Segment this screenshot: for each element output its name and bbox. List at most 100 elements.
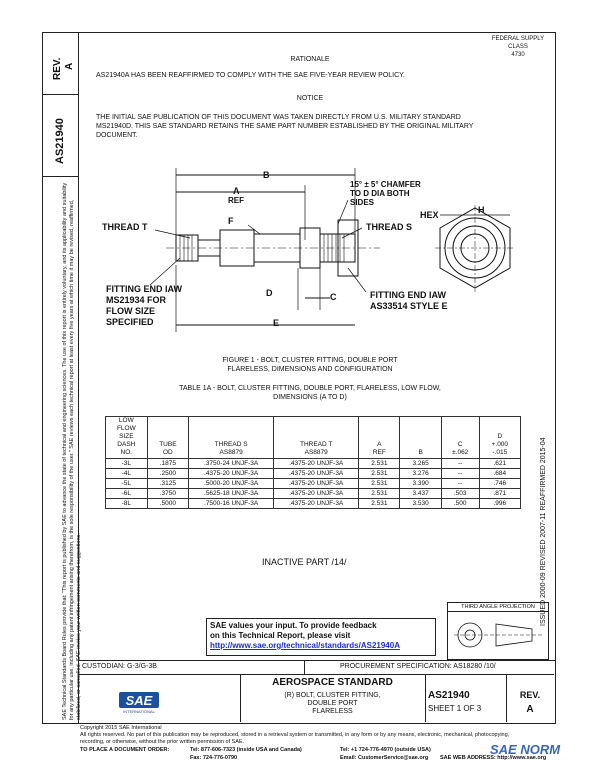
chamfer-note: 15° ± 5° CHAMFER TO D DIA BOTH SIDES (350, 180, 421, 207)
fitting-right-line1: FITTING END IAW (370, 290, 446, 300)
col-c: C±.062 (440, 416, 480, 459)
inactive-part-note: INACTIVE PART /14/ (262, 557, 347, 567)
fitting-left-line1: FITTING END IAW (106, 284, 182, 294)
rationale-title: RATIONALE (290, 56, 330, 63)
table-title-line1: TABLE 1A - BOLT, CLUSTER FITTING, DOUBLE… (179, 385, 441, 392)
figure-caption-line1: FIGURE 1 - BOLT, CLUSTER FITTING, DOUBLE… (222, 357, 398, 364)
fitting-right-line2: AS33514 STYLE E (370, 301, 448, 311)
projection-symbol (454, 622, 542, 648)
fitting-left-note: FITTING END IAW MS21934 FOR FLOW SIZE SP… (106, 284, 182, 328)
left-margin-column (42, 32, 79, 722)
fitting-left-line4: SPECIFIED (106, 317, 154, 327)
table-row: -6L.3750.5625-18 UNJF-3A.4375-20 UNJF-3A… (105, 488, 522, 499)
label-hex: HEX (420, 210, 439, 220)
feedback-link[interactable]: http://www.sae.org/technical/standards/A… (210, 641, 400, 650)
notice-line3: DOCUMENT. (96, 132, 138, 139)
notice-text: THE INITIAL SAE PUBLICATION OF THIS DOCU… (96, 113, 473, 140)
table-title: TABLE 1A - BOLT, CLUSTER FITTING, DOUBLE… (130, 384, 490, 402)
rev-box (42, 32, 78, 95)
label-h: H (478, 205, 485, 215)
svg-text:INTERNATIONAL: INTERNATIONAL (123, 709, 155, 714)
fitting-left-line3: FLOW SIZE (106, 306, 155, 316)
notice-line1: THE INITIAL SAE PUBLICATION OF THIS DOCU… (96, 114, 461, 121)
feedback-box: SAE values your input. To provide feedba… (206, 618, 436, 656)
bolt-shank (253, 233, 301, 263)
watermark-text: SAE NORM (490, 742, 561, 757)
title-block-divider-2 (240, 674, 241, 722)
number-box (42, 94, 78, 177)
title-rev-label: REV. (519, 690, 541, 700)
label-d: D (266, 288, 273, 298)
title-doc-number: AS21940 (428, 690, 470, 701)
label-ref: REF (228, 196, 244, 205)
doc-number-vertical: AS21940 (54, 118, 66, 164)
fsc-line1: FEDERAL SUPPLY CLASS (491, 36, 545, 50)
svg-text:SAE: SAE (126, 693, 153, 708)
footer-rights-1: All rights reserved. No part of this pub… (80, 732, 510, 738)
table-row: -8L.5000.7500-16 UNJF-3A.4375-20 UNJF-3A… (105, 498, 522, 509)
fsc-line2: 4730 (511, 52, 525, 58)
title-block-divider (304, 660, 305, 674)
footer-email: Email: CustomerService@sae.org (340, 755, 429, 761)
chamfer-line1: 15° ± 5° CHAMFER (350, 180, 421, 189)
projection-box: THIRD ANGLE PROJECTION (447, 602, 549, 660)
table-title-line2: DIMENSIONS (A TO D) (273, 394, 347, 401)
label-e: E (273, 318, 280, 328)
label-thread-s: THREAD S (366, 222, 413, 232)
projection-label: THIRD ANGLE PROJECTION (448, 603, 548, 612)
sheet-number: SHEET 1 OF 3 (428, 704, 482, 713)
desc-line1: (R) BOLT, CLUSTER FITTING, (284, 692, 381, 699)
footer-copyright: Copyright 2015 SAE International (80, 725, 162, 731)
feedback-text: SAE values your input. To provide feedba… (207, 619, 435, 653)
custodian: CUSTODIAN: G-3/G-3B (82, 663, 157, 670)
col-d: D+.000-.015 (478, 416, 522, 459)
footer-web[interactable]: SAE WEB ADDRESS: http://www.sae.org (440, 755, 547, 761)
title-block-divider-4 (506, 674, 507, 722)
label-thread-t: THREAD T (102, 222, 148, 232)
table-row: -3L.1875.3750-24 UNJF-3A.4375-20 UNJF-3A… (105, 458, 522, 469)
notice-title: NOTICE (296, 95, 324, 102)
issue-dates-vertical: ISSUED 2000-09 REVISED 2007-11 REAFFIRME… (540, 437, 547, 626)
footer-fax: Fax: 724-776-0790 (190, 755, 238, 761)
chamfer-line3: SIDES (350, 198, 375, 207)
rationale-text: AS21940A HAS BEEN REAFFIRMED TO COMPLY W… (96, 72, 405, 79)
title-rev-value: A (526, 704, 534, 715)
feedback-line1: SAE values your input. To provide feedba… (210, 621, 377, 630)
federal-supply-class: FEDERAL SUPPLY CLASS 4730 (482, 35, 554, 59)
desc-line2: DOUBLE PORT (307, 700, 358, 707)
desc-line3: FLARELESS (312, 708, 353, 715)
title-block-top-row (78, 660, 554, 675)
chamfer-line2: TO D DIA BOTH (350, 189, 410, 198)
procurement-spec: PROCUREMENT SPECIFICATION: AS18280 /10/ (340, 663, 496, 670)
footer-tel: Tel: 877-606-7323 (inside USA and Canada… (190, 747, 302, 753)
title-block (78, 660, 556, 724)
bolt-drawing (149, 168, 515, 332)
label-c: C (330, 292, 337, 302)
label-f: F (228, 216, 234, 226)
figure-caption: FIGURE 1 - BOLT, CLUSTER FITTING, DOUBLE… (180, 356, 440, 374)
label-b: B (263, 170, 270, 180)
table-row: -5L.3125.5000-20 UNJF-3A.4375-20 UNJF-3A… (105, 478, 522, 489)
sae-logo-graphic: SAE INTERNATIONAL (119, 692, 159, 714)
fitting-right-note: FITTING END IAW AS33514 STYLE E (370, 290, 448, 312)
title-block-divider-3 (425, 674, 426, 722)
notice-line2: MS21940D. THIS SAE STANDARD RETAINS THE … (96, 123, 474, 130)
feedback-line2: on this Technical Report, please visit (210, 631, 351, 640)
part-description: (R) BOLT, CLUSTER FITTING, DOUBLE PORT F… (240, 692, 425, 716)
rev-value-vertical: A (64, 62, 75, 70)
aerospace-standard-heading: AEROSPACE STANDARD (272, 677, 393, 688)
footer: Copyright 2015 SAE International All rig… (80, 725, 550, 746)
label-a: A (233, 186, 240, 196)
footer-rights-2: recording, or otherwise, without the pri… (80, 739, 245, 745)
rev-label-vertical: REV. (52, 57, 63, 80)
order-label: TO PLACE A DOCUMENT ORDER: (80, 747, 170, 753)
figure-caption-line2: FLARELESS, DIMENSIONS AND CONFIGURATION (227, 366, 393, 373)
footer-tel2: Tel: +1 724-776-4970 (outside USA) (340, 747, 431, 753)
sae-logo: SAE INTERNATIONAL (119, 692, 159, 714)
